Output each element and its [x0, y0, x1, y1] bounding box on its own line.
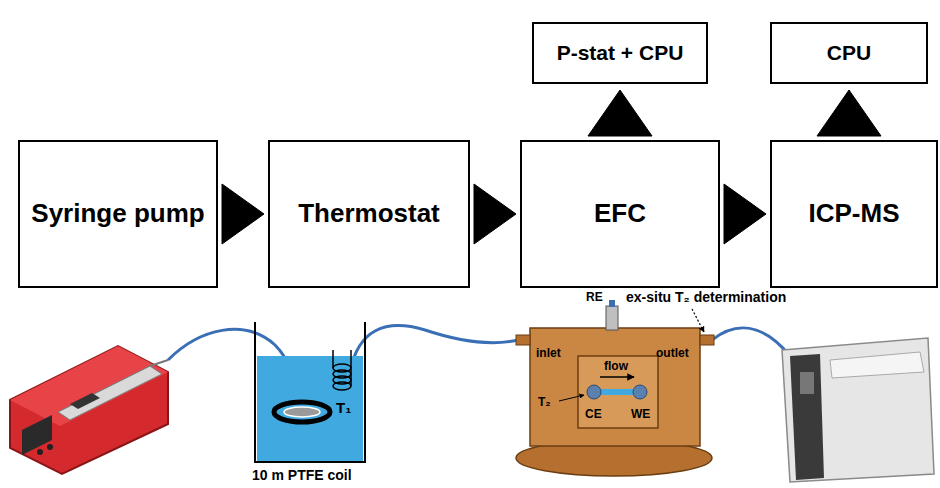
- heater-coil: [333, 382, 351, 390]
- box-label: CPU: [827, 41, 871, 65]
- leader-line: [559, 395, 584, 401]
- flow-arrow: [817, 90, 881, 136]
- pump-button: [37, 449, 43, 455]
- heater-lead: [350, 350, 352, 386]
- process-box: Syringe pump: [18, 140, 218, 288]
- syringe-clamp: [70, 393, 100, 409]
- syringe-pump-device: [10, 346, 168, 474]
- tube: [712, 328, 790, 356]
- flow-arrow: [724, 184, 766, 244]
- syringe-barrel: [58, 366, 162, 420]
- annotation-label: flow: [604, 360, 628, 373]
- outlet-port: [700, 335, 714, 345]
- reference-electrode: [606, 306, 618, 330]
- annotation-label: ex-situ T₂ determination: [626, 290, 786, 305]
- cell-body: [530, 328, 700, 446]
- box-label: Thermostat: [298, 199, 440, 229]
- flow-arrow: [600, 376, 634, 378]
- tube: [350, 326, 518, 372]
- flow-arrow: [222, 184, 264, 244]
- annotation-label: RE: [586, 291, 603, 304]
- process-box: ICP-MS: [770, 140, 938, 288]
- annotation-label: T₁: [336, 400, 351, 417]
- inlet-port: [516, 335, 530, 345]
- annotation-label: 10 m PTFE coil: [252, 468, 352, 483]
- process-box: EFC: [520, 140, 720, 288]
- pump-top: [10, 346, 168, 426]
- pump-body: [10, 346, 168, 474]
- cell-window: [578, 356, 658, 428]
- flow-arrow: [474, 184, 516, 244]
- instrument-top: [830, 352, 924, 378]
- process-box: P-stat + CPU: [532, 22, 708, 84]
- syringe-tip: [150, 360, 168, 366]
- pump-button: [47, 444, 53, 450]
- water: [257, 356, 363, 461]
- process-box: Thermostat: [268, 140, 470, 288]
- box-label: Syringe pump: [31, 199, 204, 229]
- thermostat-bath: [255, 322, 365, 462]
- leader-line: [692, 309, 704, 332]
- annotation-label: WE: [631, 408, 650, 421]
- pump-display: [22, 415, 52, 455]
- annotation-label: T₂: [538, 396, 551, 409]
- instrument-body: [782, 338, 934, 482]
- ptfe-coil: [274, 402, 330, 422]
- annotation-label: CE: [585, 408, 602, 421]
- box-label: ICP-MS: [809, 199, 900, 229]
- sample-inlet: [800, 372, 814, 394]
- ptfe-coil-core: [284, 407, 320, 417]
- electrode-cap: [609, 300, 615, 307]
- heater-lead: [332, 350, 334, 368]
- efc-cell: [516, 300, 714, 476]
- annotation-label: outlet: [656, 347, 689, 360]
- beaker: [255, 322, 365, 462]
- icp-ms-instrument: [782, 338, 934, 482]
- flow-arrow: [588, 90, 652, 136]
- instrument-panel: [790, 354, 824, 480]
- box-label: P-stat + CPU: [557, 41, 684, 65]
- annotation-label: inlet: [536, 347, 561, 360]
- process-box: CPU: [770, 22, 928, 84]
- box-label: EFC: [594, 199, 646, 229]
- counter-electrode: [587, 385, 601, 399]
- working-electrode: [633, 385, 647, 399]
